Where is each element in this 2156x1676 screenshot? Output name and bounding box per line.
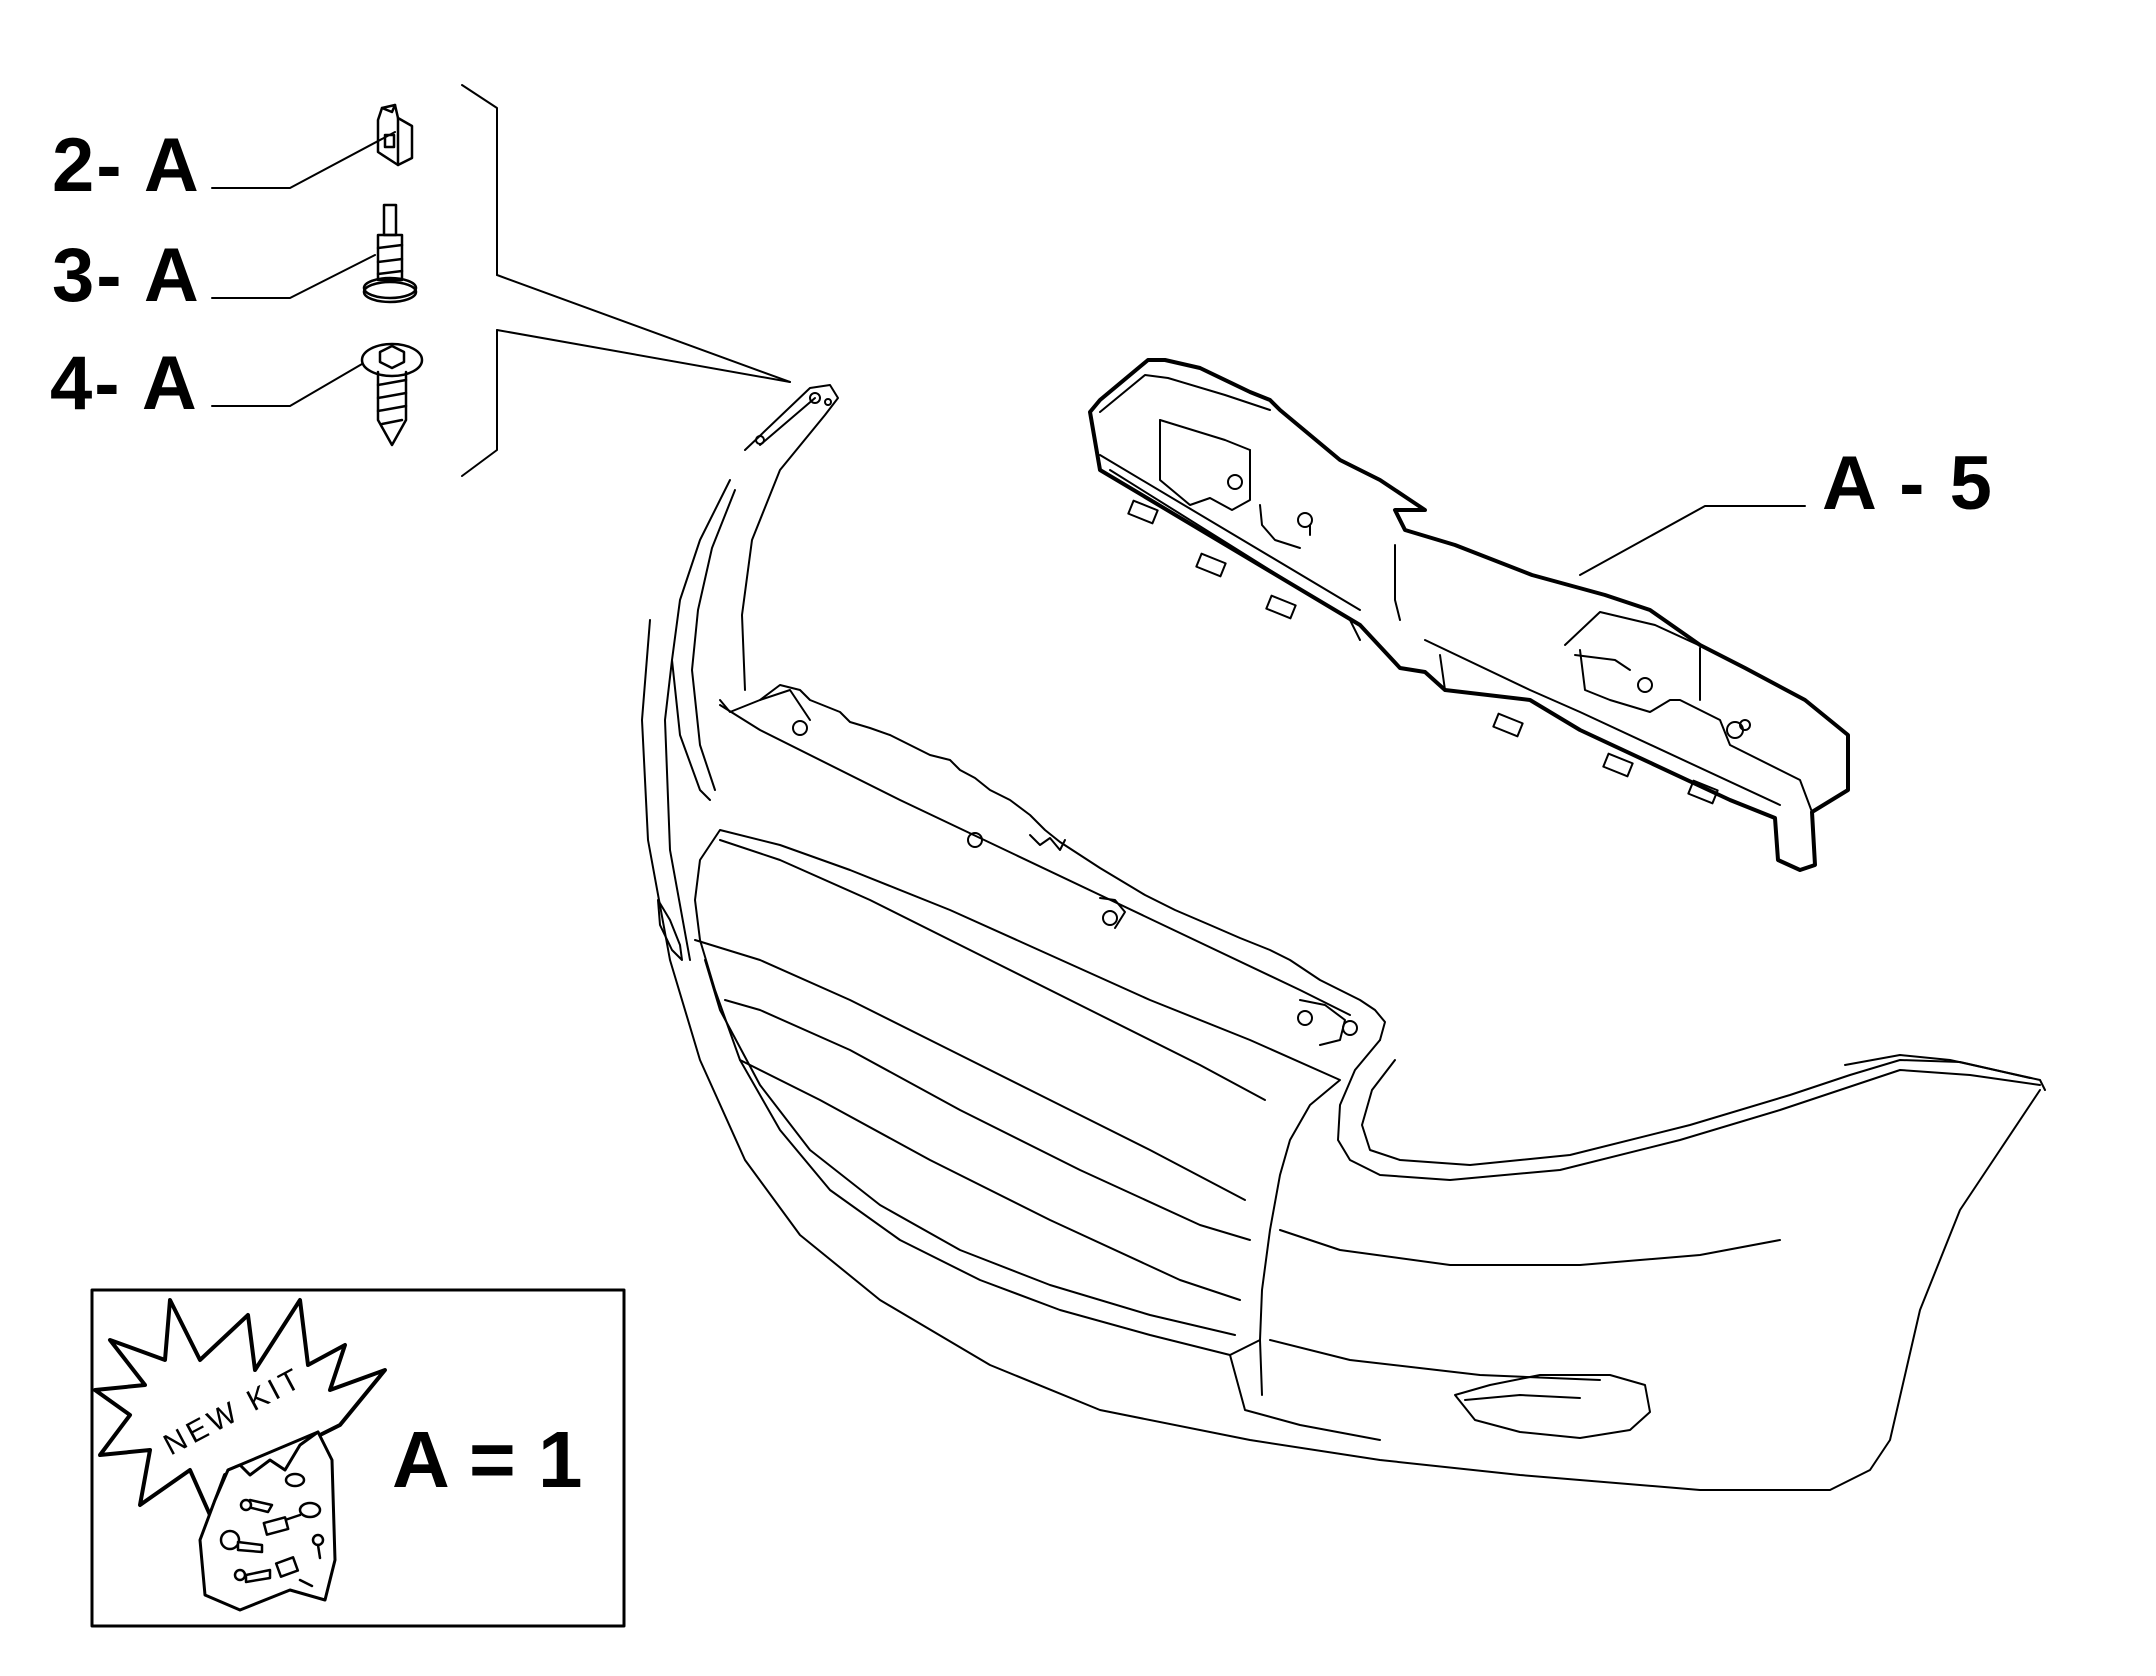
- leader-line-part-5: [1579, 505, 1806, 576]
- leader-lines-small-parts: [211, 131, 396, 407]
- kit-bag-icon: [198, 1430, 337, 1612]
- tapping-screw-icon: [360, 342, 424, 447]
- callout-part-5: A - 5: [1822, 441, 1994, 526]
- callout-part-3: 3- A: [52, 233, 201, 318]
- parts-group-bracket: [461, 84, 791, 477]
- clip-nut-icon: [376, 103, 414, 167]
- front-bumper-icon: [641, 384, 2046, 1491]
- impact-absorber-icon: [1088, 358, 1850, 872]
- callout-part-2: 2- A: [52, 123, 201, 208]
- stud-screw-icon: [362, 203, 418, 304]
- kit-box: [90, 1288, 626, 1628]
- callout-part-4: 4- A: [50, 341, 199, 426]
- kit-quantity-label: A = 1: [392, 1415, 583, 1504]
